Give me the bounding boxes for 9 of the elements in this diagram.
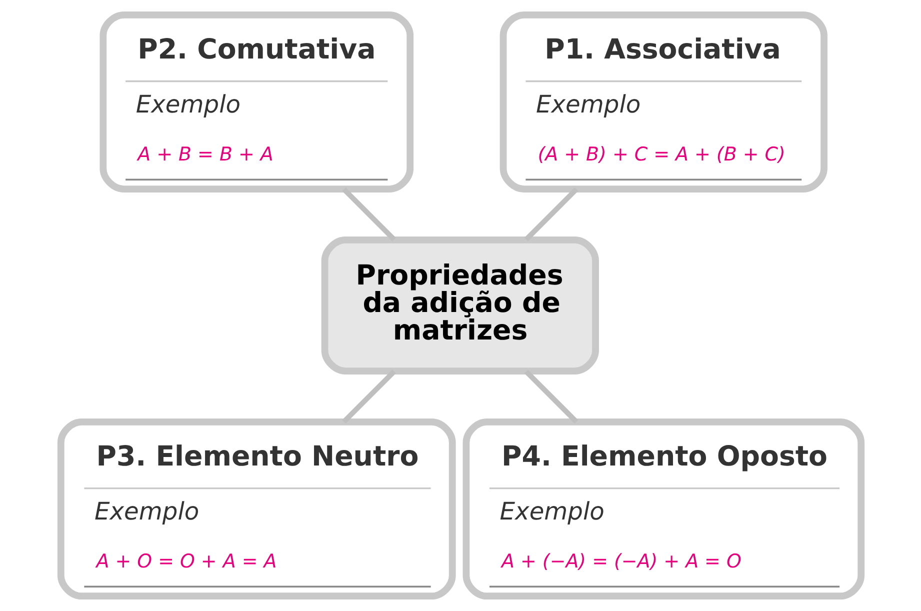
node-box: Propriedades da adição de matrizes — [320, 236, 598, 374]
connector — [342, 370, 396, 424]
node-box: P2. Comutativa Exemplo A + B = B + A — [99, 11, 414, 193]
connector — [342, 187, 396, 242]
connector — [524, 370, 578, 424]
node-box: P3. Elemento Neutro Exemplo A + O = O + A = A — [56, 418, 456, 600]
node-box: P4. Elemento Oposto Exemplo A + (−A) = (−A) + A = O — [462, 418, 864, 600]
connector — [524, 187, 578, 242]
node-box: P1. Associativa Exemplo (A + B) + C = A + (B + C) — [499, 11, 827, 193]
